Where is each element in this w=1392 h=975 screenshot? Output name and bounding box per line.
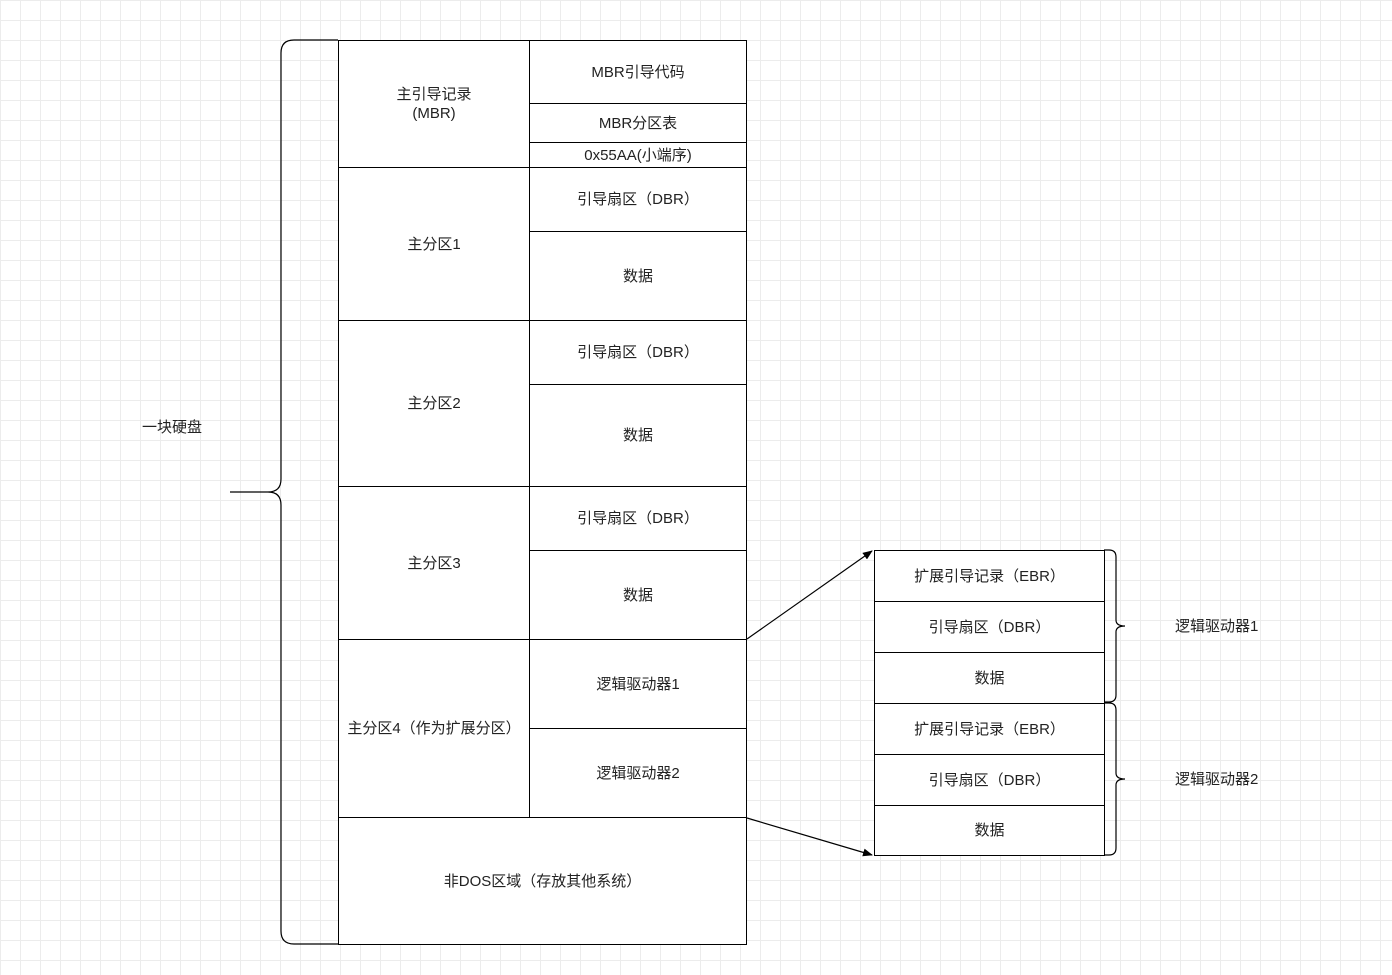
primary-partition-2-cell[interactable]: 主分区2 — [338, 320, 530, 487]
logical-drive-1-label: 逻辑驱动器1 — [1175, 618, 1259, 635]
logical-drive-1-data-cell[interactable]: 数据 — [874, 652, 1105, 704]
primary-partition-3-boot-sector-cell[interactable]: 引导扇区（DBR） — [529, 486, 747, 551]
disk-brace — [230, 39, 338, 945]
primary-partition-1-cell[interactable]: 主分区1 — [338, 167, 530, 321]
disk-label: 一块硬盘 — [142, 419, 203, 436]
primary-partition-1-boot-sector-cell[interactable]: 引导扇区（DBR） — [529, 167, 747, 232]
mbr-signature-cell[interactable]: 0x55AA(小端序) — [529, 142, 747, 168]
mbr-partition-table-cell[interactable]: MBR分区表 — [529, 103, 747, 143]
primary-partition-3-cell[interactable]: 主分区3 — [338, 486, 530, 640]
logical-drive-1-ebr-cell[interactable]: 扩展引导记录（EBR） — [874, 550, 1105, 602]
extended-partition-cell[interactable]: 主分区4（作为扩展分区） — [338, 639, 530, 818]
extended-logical-drive-1-cell[interactable]: 逻辑驱动器1 — [529, 639, 747, 729]
logical-drive-2-data-cell[interactable]: 数据 — [874, 805, 1105, 856]
logical-drive-2-label: 逻辑驱动器2 — [1175, 771, 1259, 788]
primary-partition-1-data-cell[interactable]: 数据 — [529, 231, 747, 321]
logical-drive-1-brace — [1104, 549, 1126, 703]
logical-drive-2-boot-sector-cell[interactable]: 引导扇区（DBR） — [874, 754, 1105, 806]
primary-partition-2-data-cell[interactable]: 数据 — [529, 384, 747, 487]
non-dos-area-cell[interactable]: 非DOS区域（存放其他系统） — [338, 817, 747, 945]
logical-drive-2-brace — [1104, 702, 1126, 856]
primary-partition-2-boot-sector-cell[interactable]: 引导扇区（DBR） — [529, 320, 747, 385]
extended-logical-drive-2-cell[interactable]: 逻辑驱动器2 — [529, 728, 747, 818]
extended-top-arrow — [746, 550, 873, 640]
mbr-boot-code-cell[interactable]: MBR引导代码 — [529, 40, 747, 104]
logical-drive-2-ebr-cell[interactable]: 扩展引导记录（EBR） — [874, 703, 1105, 755]
logical-drive-1-boot-sector-cell[interactable]: 引导扇区（DBR） — [874, 601, 1105, 653]
extended-bottom-arrow — [746, 817, 873, 857]
primary-partition-3-data-cell[interactable]: 数据 — [529, 550, 747, 640]
